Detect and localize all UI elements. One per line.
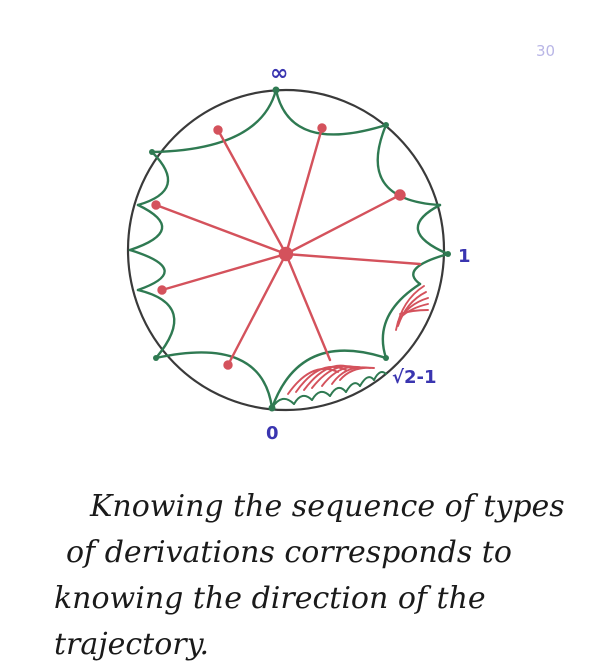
scallop-arc [329, 386, 347, 397]
hyperbolic-disk-diagram: ∞ 1 √2-1 0 [126, 61, 471, 444]
label-infinity: ∞ [270, 61, 288, 86]
scallop-arc [359, 376, 375, 387]
scallop-arc [311, 390, 331, 401]
geodesic-arc [150, 88, 278, 154]
geodesic-arc [416, 203, 450, 256]
vertex-dot [383, 122, 389, 128]
geodesic-arc [412, 252, 450, 286]
caption-line-4: trajectory. [54, 627, 210, 662]
geodesic-arc [128, 248, 166, 292]
red-arc-fan-right [395, 285, 429, 331]
scallop-arc [271, 397, 295, 409]
geodesic-arc [136, 288, 176, 360]
red-small-arc [331, 366, 371, 385]
red-small-arc [287, 367, 339, 395]
red-small-arc [395, 285, 425, 331]
caption-line-2: of derivations corresponds to [66, 535, 512, 570]
trajectory-line [284, 252, 332, 362]
scallop-arc [373, 371, 387, 381]
trajectory-line [284, 252, 422, 266]
vertex-dot [149, 149, 155, 155]
geodesic-arcs [128, 88, 450, 410]
trajectory-line [154, 203, 288, 256]
trajectory-endpoint [317, 123, 327, 133]
trajectory-endpoint [223, 360, 233, 370]
red-arc-fan-bottom [287, 364, 375, 395]
geodesic-arc [128, 203, 164, 252]
trajectory-line [216, 128, 288, 256]
geodesic-arc [270, 349, 388, 410]
red-small-arc [399, 309, 429, 315]
caption: Knowing the sequence of types of derivat… [52, 484, 592, 668]
trajectory-line [284, 126, 324, 256]
geodesic-arc [136, 150, 170, 207]
caption-line-1: Knowing the sequence of types [90, 489, 565, 524]
geodesic-arc [274, 88, 388, 136]
red-small-arc [295, 365, 347, 393]
red-small-arc [397, 291, 427, 327]
red-trajectories [151, 123, 422, 370]
vertex-dot [272, 86, 280, 94]
label-sqrt2-minus-1: √2-1 [392, 367, 437, 388]
red-small-arc [339, 366, 375, 381]
trajectory-line [160, 252, 288, 292]
geodesic-arc [376, 123, 442, 207]
trajectory-endpoint [394, 189, 406, 201]
trajectory-endpoint [151, 200, 161, 210]
label-zero: 0 [266, 423, 279, 444]
label-one: 1 [458, 246, 471, 267]
vertex-dots [149, 86, 451, 412]
green-boundary-scallops [271, 371, 387, 409]
center-point [278, 246, 294, 262]
vertex-dot [445, 251, 451, 257]
red-small-arc [397, 297, 429, 323]
red-small-arc [399, 303, 429, 319]
vertex-dot [153, 355, 159, 361]
trajectory-line [226, 252, 288, 367]
vertex-dot [383, 355, 389, 361]
scallop-arc [293, 394, 313, 405]
page-number: 30 [536, 42, 556, 60]
caption-line-3: knowing the direction of the [54, 581, 486, 616]
trajectory-endpoint [213, 125, 223, 135]
geodesic-arc [381, 282, 422, 360]
geodesic-arc [154, 351, 274, 410]
boundary-circle [126, 88, 446, 412]
scallop-arc [345, 382, 361, 393]
trajectory-endpoint [157, 285, 167, 295]
trajectory-line [284, 193, 402, 256]
